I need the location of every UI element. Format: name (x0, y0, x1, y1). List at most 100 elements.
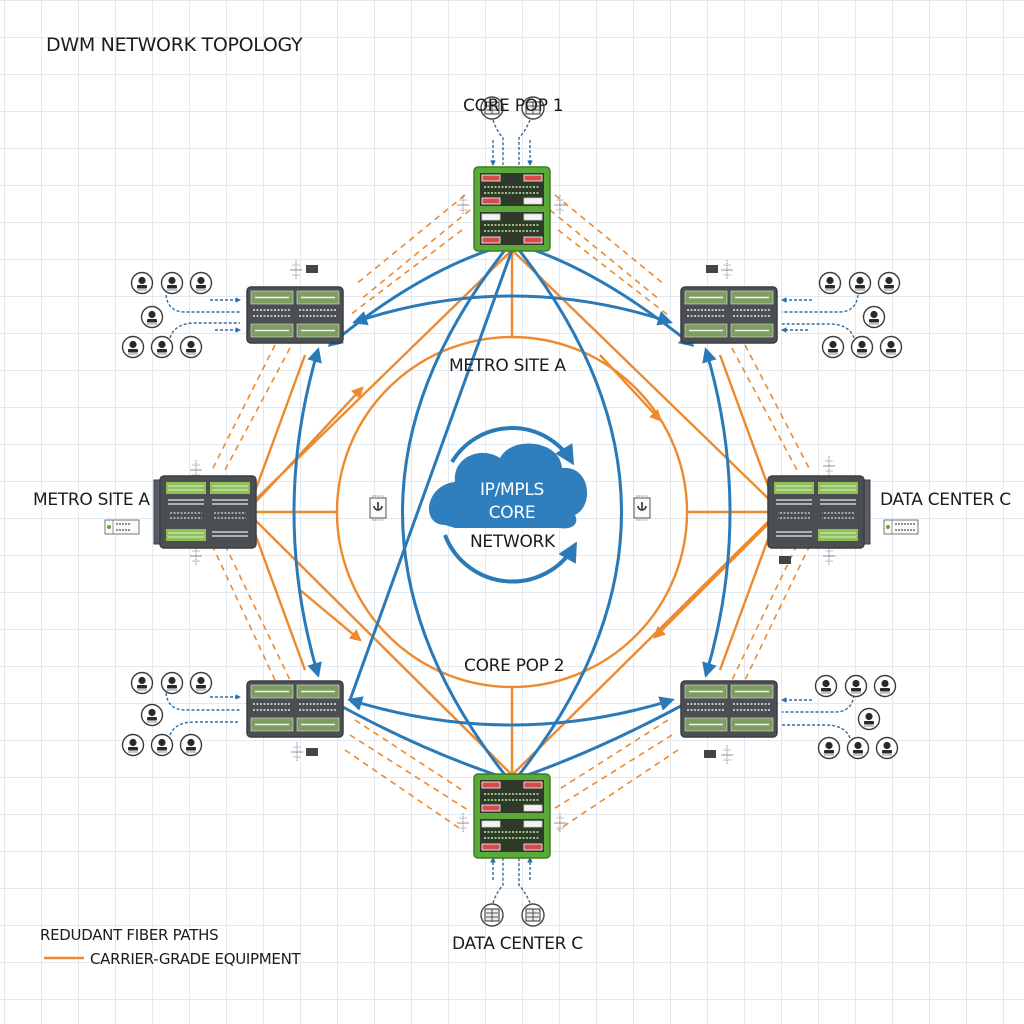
user-icon (857, 707, 881, 731)
user-icon (817, 736, 841, 760)
node-data-center-bottom-router[interactable] (473, 773, 551, 859)
user-icon (150, 335, 174, 359)
fiber-left-to-bottomleft-b (224, 544, 291, 681)
page-title: DWM NETWORK TOPOLOGY (46, 34, 303, 56)
user-icon (179, 733, 203, 757)
orange-links (248, 249, 777, 776)
user-icon (189, 271, 213, 295)
node-metro-site-a-switch[interactable] (153, 475, 257, 549)
user-icon (814, 674, 838, 698)
orange-left-to-bottomleft (248, 519, 307, 671)
user-cluster-bottom-left (121, 671, 213, 757)
user-icon (189, 671, 213, 695)
cloud-cycle-arrow-bottom (443, 534, 577, 584)
label-core-pop-1: CORE POP 1 (463, 96, 564, 116)
fiber-left-to-bottomleft-a (211, 544, 276, 681)
blue-bottomleft-to-bottomright (347, 696, 675, 727)
orange-right-to-bottomright (718, 519, 777, 671)
fiber-bottomleft-to-bottom-c (344, 749, 463, 831)
user-icon (821, 335, 845, 359)
node-bottom-left-switch[interactable] (246, 680, 344, 738)
fiber-topright-to-right-b (731, 347, 798, 471)
fiber-topleft-to-left-a (211, 344, 276, 471)
label-data-center-bottom: DATA CENTER C (452, 934, 583, 954)
user-icon (848, 271, 872, 295)
user-icon (873, 674, 897, 698)
blue-bottom-to-bottomleft (329, 698, 506, 780)
client-links (165, 119, 859, 904)
orange-arrow-lr (653, 516, 776, 639)
orange-arrow-ur (599, 354, 662, 422)
fiber-top-to-topright-c (557, 229, 669, 316)
legend-redundant-fiber-paths: REDUDANT FIBER PATHS (40, 926, 219, 944)
blue-topleft-to-bottomleft (292, 347, 322, 678)
node-core-pop-1-router[interactable] (473, 166, 551, 252)
server-rack-icon (521, 903, 545, 927)
blue-top-to-bottom-left-arc (401, 249, 507, 776)
fiber-top-to-topright-b (549, 209, 661, 301)
user-icon (130, 271, 154, 295)
user-icon (160, 671, 184, 695)
ip-mpls-cloud (428, 426, 588, 584)
orange-right-to-topright (718, 354, 777, 506)
user-icon (121, 733, 145, 757)
fiber-top-to-topleft-a (354, 194, 466, 286)
user-cluster-bottom-right (814, 674, 899, 760)
fiber-bottomright-to-bottom-a (557, 719, 669, 791)
fiber-bottomright-to-bottom-b (551, 734, 673, 811)
blue-bottomleft-to-top-cross (348, 249, 514, 701)
transceiver-icon-left (369, 495, 387, 521)
fiber-topleft-to-left-b (224, 347, 291, 471)
device-tag-right (883, 519, 919, 535)
node-data-center-right-switch[interactable] (767, 475, 871, 549)
blue-top-to-topright (518, 243, 695, 347)
node-top-left-switch[interactable] (246, 286, 344, 344)
label-inner-upper: METRO SITE A (449, 356, 566, 376)
user-icon (877, 271, 901, 295)
user-icon (846, 736, 870, 760)
blue-bottom-to-bottomright (518, 698, 693, 780)
label-metro-site-a: METRO SITE A (33, 490, 150, 510)
blue-topright-to-bottomright (702, 347, 732, 678)
server-rack-icon (480, 903, 504, 927)
user-icon (844, 674, 868, 698)
fiber-top-to-topleft-b (359, 209, 471, 301)
port-markers (189, 194, 836, 834)
transceiver-icon-right (633, 495, 651, 521)
fiber-top-to-topleft-c (349, 229, 463, 316)
user-icon (140, 703, 164, 727)
user-icon (875, 736, 899, 760)
user-icon (150, 733, 174, 757)
cloud-label-line3: NETWORK (470, 532, 555, 552)
device-tag-left (104, 519, 140, 535)
node-top-right-switch[interactable] (680, 286, 778, 344)
orange-arrow-ul (249, 386, 364, 509)
orange-bottom-to-right (511, 514, 776, 776)
user-cluster-top-left (121, 271, 213, 359)
user-icon (879, 335, 903, 359)
user-icon (850, 335, 874, 359)
legend-carrier-grade-equipment: CARRIER-GRADE EQUIPMENT (90, 950, 301, 968)
user-icon (130, 671, 154, 695)
user-icon (140, 305, 164, 329)
redundant-fiber-paths (211, 194, 811, 831)
blue-top-to-topleft (327, 243, 506, 347)
orange-left-to-topleft (248, 354, 307, 506)
orange-bottom-to-left (249, 514, 513, 776)
node-bottom-right-switch[interactable] (680, 680, 778, 738)
fiber-right-to-bottomright-a (744, 544, 811, 681)
blue-links (292, 243, 732, 780)
fiber-right-to-bottomright-b (731, 544, 798, 681)
blue-top-to-bottom-right-arc (517, 249, 623, 776)
cloud-shape (428, 443, 588, 529)
user-icon (862, 305, 886, 329)
label-inner-lower: CORE POP 2 (464, 656, 565, 676)
fiber-bottomleft-to-bottom-b (349, 734, 469, 811)
user-icon (160, 271, 184, 295)
cloud-label-line1: IP/MPLS (479, 480, 545, 500)
label-data-center-right: DATA CENTER C (880, 490, 1011, 510)
fiber-bottomright-to-bottom-c (557, 749, 679, 831)
cloud-label-line2: CORE (488, 503, 536, 523)
user-icon (121, 335, 145, 359)
